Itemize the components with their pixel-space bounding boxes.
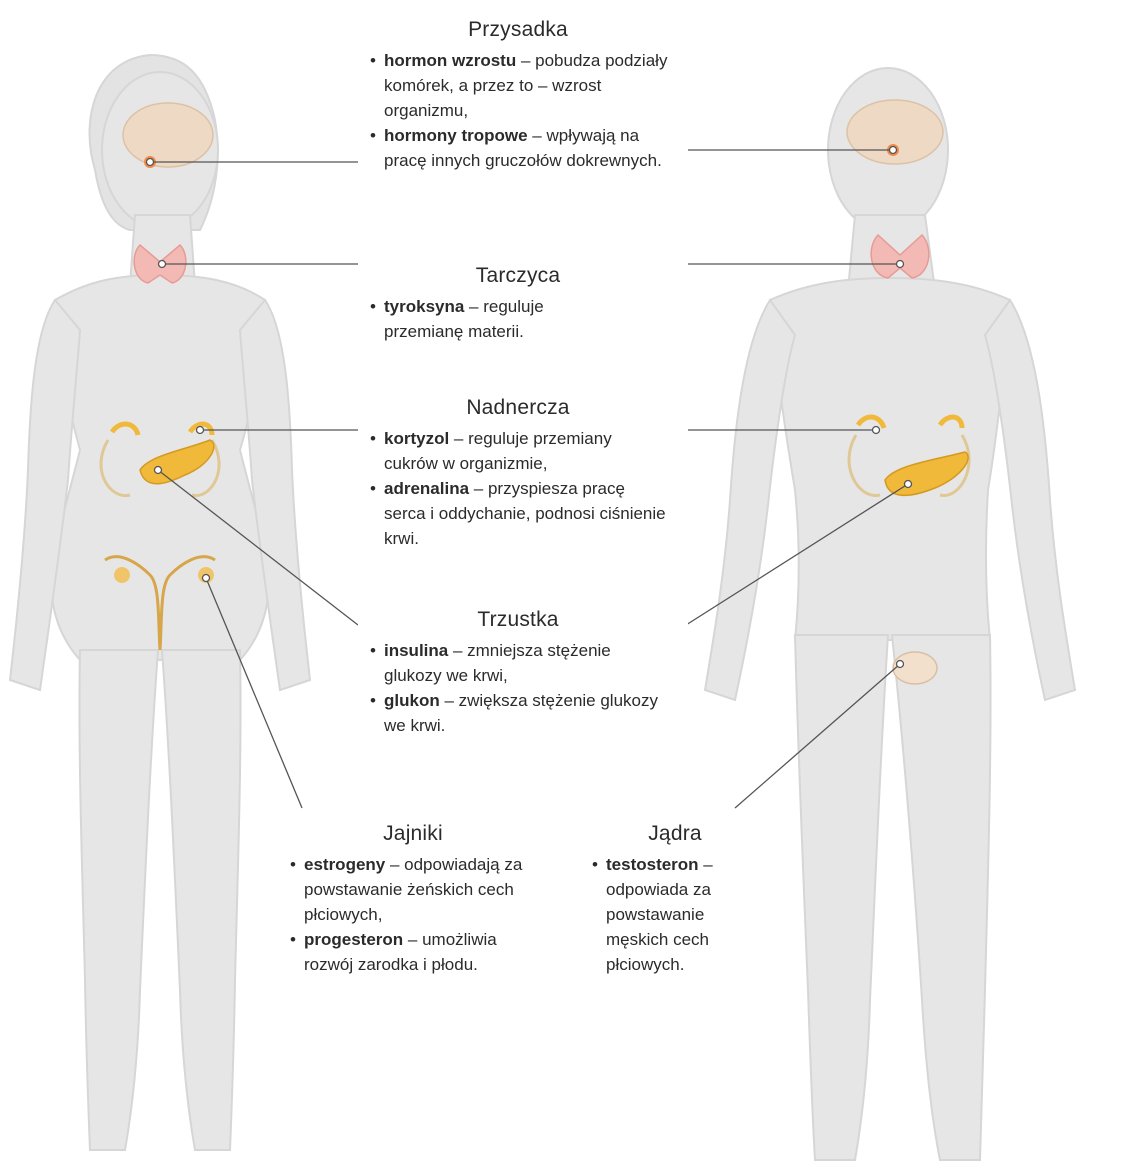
jajniki-item: progesteron – umożliwia rozwój zarodka i… <box>288 927 538 977</box>
trzustka-title: Trzustka <box>368 608 668 632</box>
block-jadra: Jądra testosteron – odpowiada za powstaw… <box>590 822 760 977</box>
jajniki-item-term: progesteron <box>304 930 403 949</box>
block-przysadka: Przysadka hormon wzrostu – pobudza podzi… <box>368 18 668 173</box>
female-brain <box>123 103 213 167</box>
male-torso <box>770 278 1010 640</box>
trzustka-list: insulina – zmniejsza stężenie glukozy we… <box>368 638 668 738</box>
tarczyca-list: tyroksyna – reguluje przemianę materii. <box>368 294 668 344</box>
trzustka-item: insulina – zmniejsza stężenie glukozy we… <box>368 638 668 688</box>
jadra-item: testosteron – odpowiada za powstawanie m… <box>590 852 760 977</box>
jajniki-list: estrogeny – odpowiadają za powstawanie ż… <box>288 852 538 977</box>
przysadka-list: hormon wzrostu – pobudza podziały komóre… <box>368 48 668 173</box>
jajniki-item: estrogeny – odpowiadają za powstawanie ż… <box>288 852 538 927</box>
trzustka-item-term: glukon <box>384 691 440 710</box>
female-right-leg <box>162 650 241 1150</box>
przysadka-title: Przysadka <box>368 18 668 42</box>
tarczyca-item: tyroksyna – reguluje przemianę materii. <box>368 294 668 344</box>
przysadka-item: hormon wzrostu – pobudza podziały komóre… <box>368 48 668 123</box>
nadnercza-item-term: adrenalina <box>384 479 469 498</box>
male-right-arm <box>985 300 1075 700</box>
female-figure <box>10 55 310 1150</box>
jajniki-item-term: estrogeny <box>304 855 385 874</box>
przysadka-item-term: hormon wzrostu <box>384 51 516 70</box>
trzustka-item-term: insulina <box>384 641 448 660</box>
tarczyca-title: Tarczyca <box>368 264 668 288</box>
female-left-leg <box>79 650 158 1150</box>
jajniki-title: Jajniki <box>288 822 538 846</box>
nadnercza-list: kortyzol – reguluje przemiany cukrów w o… <box>368 426 668 551</box>
przysadka-item-term: hormony tropowe <box>384 126 528 145</box>
nadnercza-item: kortyzol – reguluje przemiany cukrów w o… <box>368 426 668 476</box>
female-left-ovary <box>114 567 130 583</box>
nadnercza-item: adrenalina – przyspiesza pracę serca i o… <box>368 476 668 551</box>
block-jajniki: Jajniki estrogeny – odpowiadają za powst… <box>288 822 538 977</box>
nadnercza-title: Nadnercza <box>368 396 668 420</box>
male-left-leg <box>795 635 888 1160</box>
male-left-arm <box>705 300 795 700</box>
trzustka-item: glukon – zwiększa stężenie glukozy we kr… <box>368 688 668 738</box>
male-right-leg <box>892 635 991 1160</box>
jadra-title: Jądra <box>590 822 760 846</box>
jadra-item-term: testosteron <box>606 855 699 874</box>
nadnercza-item-term: kortyzol <box>384 429 449 448</box>
block-trzustka: Trzustka insulina – zmniejsza stężenie g… <box>368 608 668 738</box>
block-tarczyca: Tarczyca tyroksyna – reguluje przemianę … <box>368 264 668 344</box>
jadra-list: testosteron – odpowiada za powstawanie m… <box>590 852 760 977</box>
block-nadnercza: Nadnercza kortyzol – reguluje przemiany … <box>368 396 668 551</box>
tarczyca-item-term: tyroksyna <box>384 297 464 316</box>
przysadka-item: hormony tropowe – wpływają na pracę inny… <box>368 123 668 173</box>
